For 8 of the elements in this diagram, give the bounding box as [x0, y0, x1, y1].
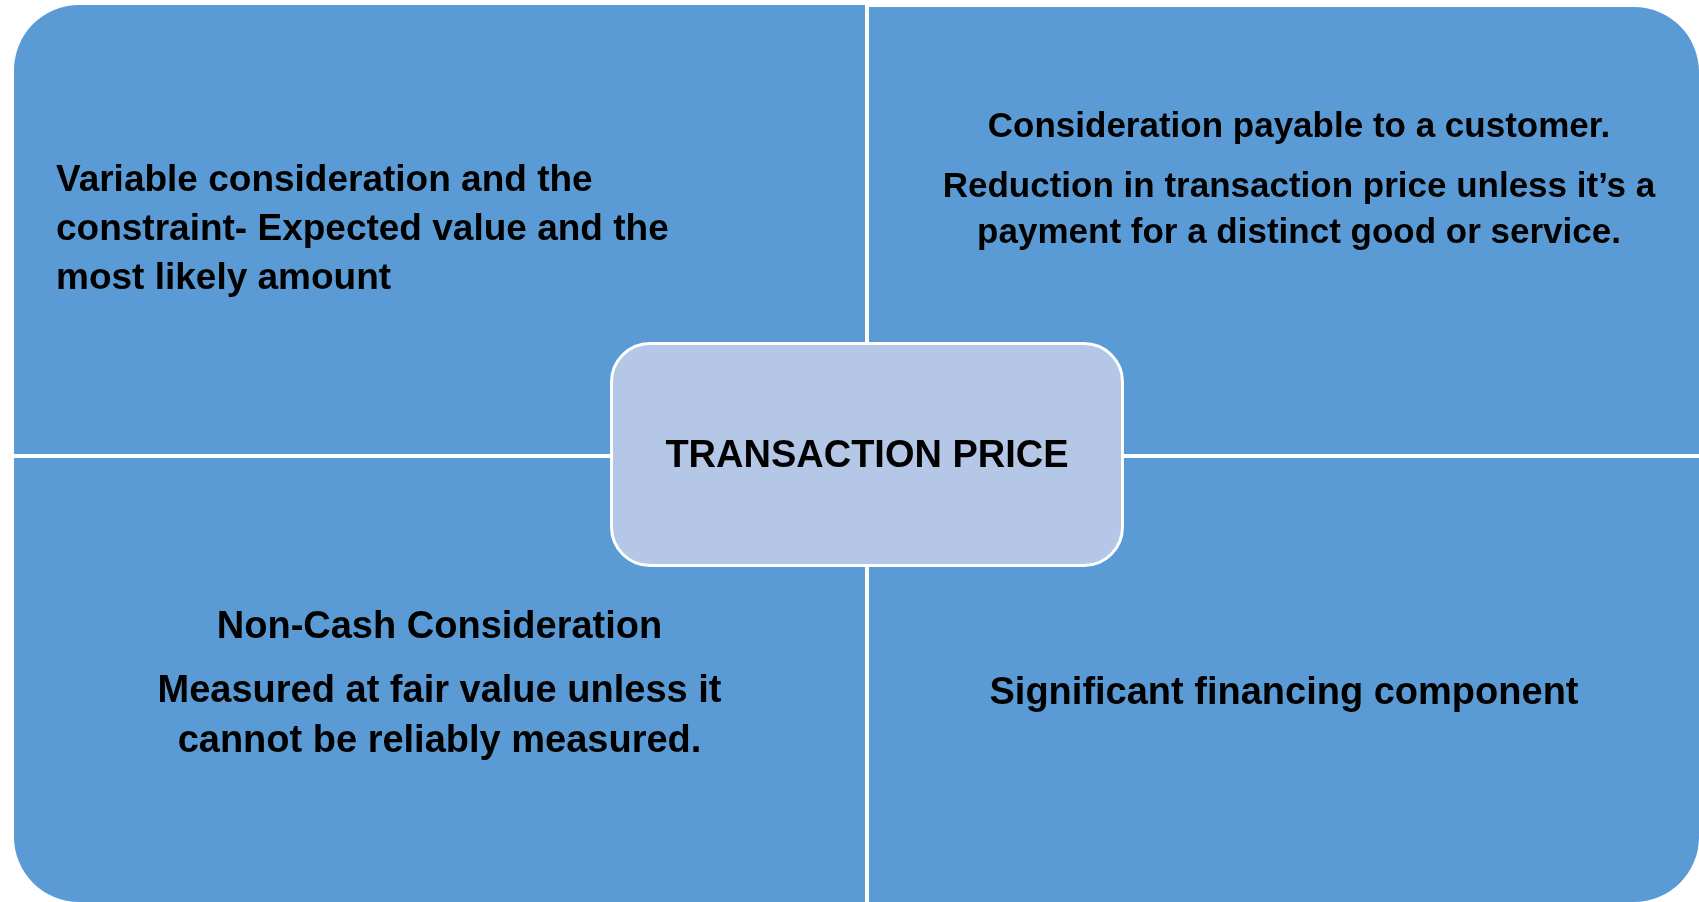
node-text: Significant financing component [989, 669, 1579, 714]
node-text: Variable consideration and the constraint- Expected value and the most likely amount [56, 157, 670, 299]
heading-text: Non-Cash Consideration [216, 603, 663, 648]
node-text: Measured at fair value unless it cannot be reliably measured. [156, 667, 723, 763]
center-box [610, 342, 1124, 567]
heading-text: Consideration payable to a customer. [987, 104, 1611, 146]
node-text: TRANSACTION PRICE [665, 432, 1069, 478]
node-text: Reduction in transaction price unless it’s a payment for a distinct good or service. [941, 164, 1657, 253]
